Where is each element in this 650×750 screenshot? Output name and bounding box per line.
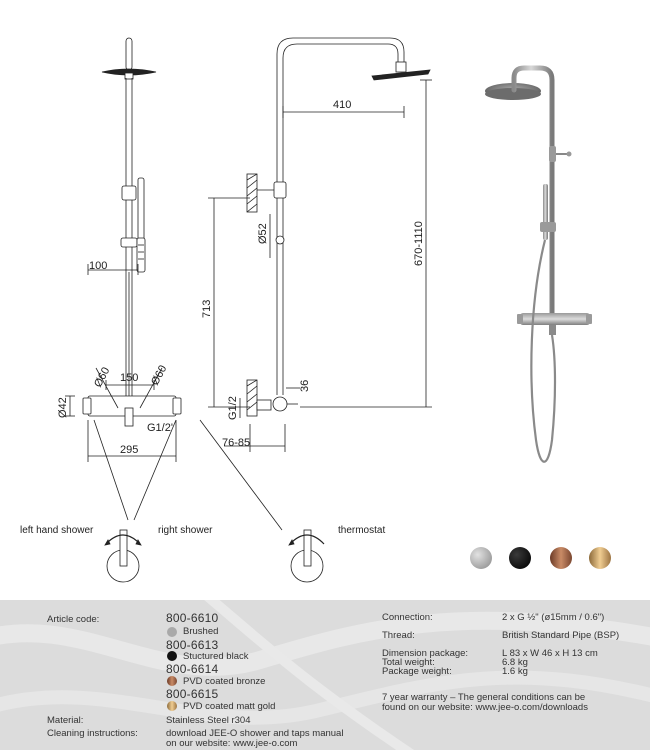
connection-value: 2 x G ½" (ø15mm / 0.6") <box>502 612 605 623</box>
dim-295: 295 <box>120 444 138 456</box>
spec-panel: Article code: 800-6610 Brushed 800-6613 … <box>0 600 650 750</box>
package-weight-label: Package weight: <box>382 666 452 677</box>
dim-g12-front: G1/2' <box>147 422 173 434</box>
connection-label: Connection: <box>382 612 433 623</box>
dim-52: Ø52 <box>257 223 269 244</box>
dim-60-left: Ø60 <box>92 365 112 389</box>
dim-670-1110: 670-1110 <box>413 221 425 266</box>
dim-76-85: 76-85 <box>222 437 250 449</box>
product-photo <box>485 65 592 463</box>
warranty-line-1: 7 year warranty – The general conditions… <box>382 692 586 703</box>
label-thermostat: thermostat <box>338 525 385 536</box>
finish-brushed: Brushed <box>183 626 219 637</box>
front-view <box>65 37 283 531</box>
article-code-black: 800-6613 <box>166 638 219 652</box>
right-handle-diagram <box>288 529 325 583</box>
material-label: Material: <box>47 715 84 726</box>
finish-dot-gold <box>167 701 177 711</box>
finish-black: Stuctured black <box>183 651 249 662</box>
side-view <box>208 37 432 452</box>
dim-g12-side: G1/2 <box>227 396 239 420</box>
dim-713: 713 <box>201 300 213 318</box>
dim-150: 150 <box>120 372 138 384</box>
cleaning-line-2: on our website: www.jee-o.com <box>166 738 298 749</box>
material-value: Stainless Steel r304 <box>166 715 251 726</box>
article-code-gold: 800-6615 <box>166 687 219 701</box>
total-weight-value: 6.8 kg <box>502 657 528 668</box>
article-code-bronze: 800-6614 <box>166 662 219 676</box>
label-right-shower: right shower <box>158 525 213 536</box>
decorative-waves <box>0 600 650 750</box>
swatch-black[interactable] <box>509 547 531 569</box>
finish-bronze: PVD coated bronze <box>183 676 266 687</box>
package-weight-value: 1.6 kg <box>502 666 528 677</box>
cleaning-label: Cleaning instructions: <box>47 728 138 739</box>
finish-swatches <box>470 547 611 569</box>
article-code-brushed: 800-6610 <box>166 611 219 625</box>
left-handle-diagram <box>104 529 142 583</box>
dim-410: 410 <box>333 99 351 111</box>
article-code-label: Article code: <box>47 614 100 625</box>
dim-42: Ø42 <box>57 397 69 418</box>
swatch-brushed[interactable] <box>470 547 492 569</box>
swatch-bronze[interactable] <box>550 547 572 569</box>
dimension-package-value: L 83 x W 46 x H 13 cm <box>502 648 598 659</box>
warranty-line-2: found on our website: www.jee-o.com/down… <box>382 702 588 713</box>
total-weight-label: Total weight: <box>382 657 435 668</box>
dim-60-right: Ø60 <box>149 363 169 387</box>
dimension-package-label: Dimension package: <box>382 648 469 659</box>
finish-dot-bronze <box>167 676 177 686</box>
label-left-hand-shower: left hand shower <box>20 525 94 536</box>
thread-label: Thread: <box>382 630 415 641</box>
swatch-gold[interactable] <box>589 547 611 569</box>
finish-dot-brushed <box>167 627 177 637</box>
finish-dot-black <box>167 651 177 661</box>
technical-drawing: 100 150 Ø60 Ø60 Ø42 G1/2' 295 410 Ø52 71… <box>20 37 611 583</box>
dim-36: 36 <box>299 380 311 392</box>
thread-value: British Standard Pipe (BSP) <box>502 630 620 641</box>
finish-gold: PVD coated matt gold <box>183 701 276 712</box>
cleaning-line-1: download JEE-O shower and taps manual <box>166 728 344 739</box>
dim-100: 100 <box>89 260 107 272</box>
